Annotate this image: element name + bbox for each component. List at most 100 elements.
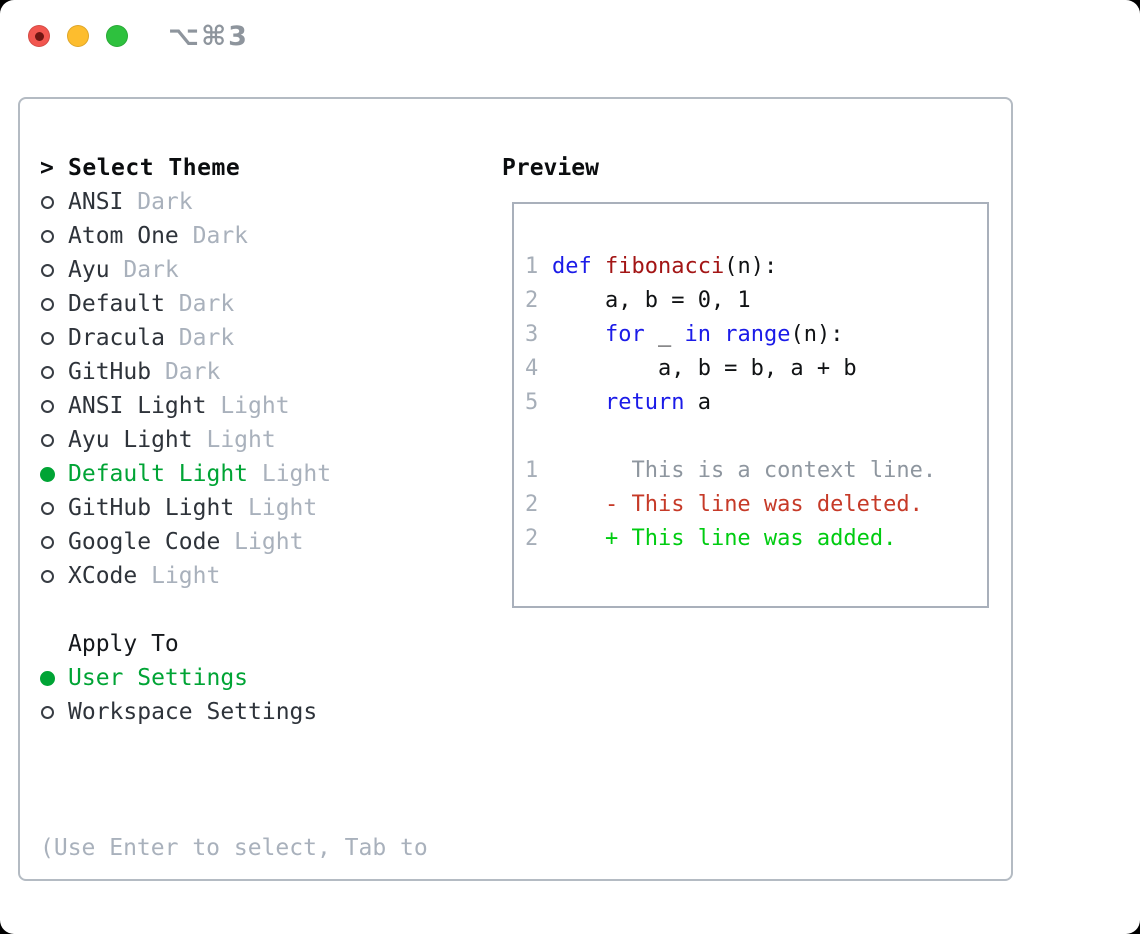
spacer	[40, 729, 490, 763]
theme-option-github[interactable]: GitHub Dark	[40, 355, 490, 389]
hint-line-1: (Use Enter to select, Tab to	[40, 835, 428, 861]
radio-unselected-icon	[41, 229, 54, 243]
line-number: 1	[525, 254, 539, 279]
code-segment	[552, 322, 605, 347]
option-tag: Light	[248, 461, 332, 487]
code-segment: def	[552, 254, 592, 279]
code-line: 4 a, b = b, a + b	[525, 352, 987, 386]
code-segment: - This line was deleted.	[604, 492, 923, 517]
option-label: XCode	[68, 563, 138, 589]
prompt-icon: >	[40, 155, 54, 181]
code-segment: + This line was added.	[604, 526, 897, 551]
radio-unselected-icon	[41, 297, 54, 311]
code-segment: a, b = 0, 1	[552, 288, 751, 313]
option-tag: Light	[206, 393, 290, 419]
option-label: ANSI	[68, 189, 124, 215]
close-button[interactable]	[28, 25, 50, 47]
code-segment	[711, 322, 724, 347]
theme-option-ansi[interactable]: ANSI Dark	[40, 185, 490, 219]
radio-selected-icon	[40, 466, 55, 482]
code-line	[525, 420, 987, 454]
line-number: 2	[525, 492, 539, 517]
code-segment	[552, 492, 605, 517]
code-segment: a, b = b, a + b	[552, 356, 857, 381]
option-tag: Light	[234, 495, 318, 521]
code-segment: for	[604, 322, 645, 347]
radio-unselected-icon	[41, 399, 54, 413]
theme-option-xcode[interactable]: XCode Light	[40, 559, 490, 593]
option-label: Google Code	[68, 529, 221, 555]
code-segment	[552, 526, 605, 551]
option-label: Dracula	[68, 325, 165, 351]
code-line: 3 for _ in range(n):	[525, 318, 987, 352]
option-tag: Dark	[123, 189, 193, 215]
radio-unselected-icon	[41, 705, 54, 719]
option-label: Default Light	[68, 461, 249, 487]
code-line: 2 a, b = 0, 1	[525, 284, 987, 318]
apply-to-header: Apply To	[40, 627, 490, 661]
code-line: 1 This is a context line.	[525, 454, 987, 488]
radio-unselected-icon	[41, 331, 54, 345]
apply-option-user-settings[interactable]: User Settings	[40, 661, 490, 695]
code-segment: _	[644, 322, 685, 347]
theme-option-default[interactable]: Default Dark	[40, 287, 490, 321]
apply-to-title: Apply To	[68, 631, 179, 657]
option-label: Atom One	[68, 223, 179, 249]
code-segment: fibonacci	[605, 254, 725, 279]
option-label: ANSI Light	[68, 393, 207, 419]
theme-option-google-code[interactable]: Google Code Light	[40, 525, 490, 559]
option-label: GitHub Light	[68, 495, 235, 521]
select-theme-header: > Select Theme	[40, 151, 490, 185]
radio-unselected-icon	[41, 263, 54, 277]
spacer	[40, 593, 490, 627]
theme-option-dracula[interactable]: Dracula Dark	[40, 321, 490, 355]
option-tag: Dark	[151, 359, 221, 385]
radio-unselected-icon	[41, 195, 54, 209]
option-tag: Light	[137, 563, 221, 589]
code-line: 2 + This line was added.	[525, 522, 987, 556]
code-segment: in	[684, 322, 711, 347]
code-segment	[552, 390, 605, 415]
option-label: Ayu Light	[68, 427, 193, 453]
line-number: 4	[525, 356, 539, 381]
option-label: GitHub	[68, 359, 152, 385]
theme-option-github-light[interactable]: GitHub Light Light	[40, 491, 490, 525]
option-tag: Light	[192, 427, 276, 453]
theme-option-default-light[interactable]: Default Light Light	[40, 457, 490, 491]
line-number: 2	[525, 288, 539, 313]
code-line: 2 - This line was deleted.	[525, 488, 987, 522]
code-segment	[592, 254, 605, 279]
apply-option-workspace-settings[interactable]: Workspace Settings	[40, 695, 490, 729]
code-segment: return	[604, 390, 685, 415]
code-line: 5 return a	[525, 386, 987, 420]
theme-option-ayu-light[interactable]: Ayu Light Light	[40, 423, 490, 457]
radio-unselected-icon	[41, 365, 54, 379]
radio-selected-icon	[40, 670, 55, 686]
code-line: 1 def fibonacci(n):	[525, 250, 987, 284]
line-number: 3	[525, 322, 539, 347]
code-segment: (n):	[790, 322, 844, 347]
code-segment: a	[684, 390, 711, 415]
code-segment: range	[724, 322, 791, 347]
line-number: 1	[525, 458, 539, 483]
theme-option-ayu[interactable]: Ayu Dark	[40, 253, 490, 287]
line-number: 2	[525, 526, 539, 551]
radio-unselected-icon	[41, 501, 54, 515]
theme-option-ansi-light[interactable]: ANSI Light Light	[40, 389, 490, 423]
option-tag: Light	[220, 529, 304, 555]
minimize-button[interactable]	[67, 25, 89, 47]
code-segment: This is a context line.	[552, 458, 937, 483]
theme-option-atom-one[interactable]: Atom One Dark	[40, 219, 490, 253]
option-tag: Dark	[164, 291, 235, 317]
line-number: 5	[525, 390, 539, 415]
code-segment: (n):	[724, 254, 778, 279]
window-shortcut-label: ⌥⌘3	[168, 20, 249, 52]
option-label: User Settings	[68, 665, 249, 691]
zoom-button[interactable]	[106, 25, 128, 47]
option-tag: Dark	[109, 257, 179, 283]
